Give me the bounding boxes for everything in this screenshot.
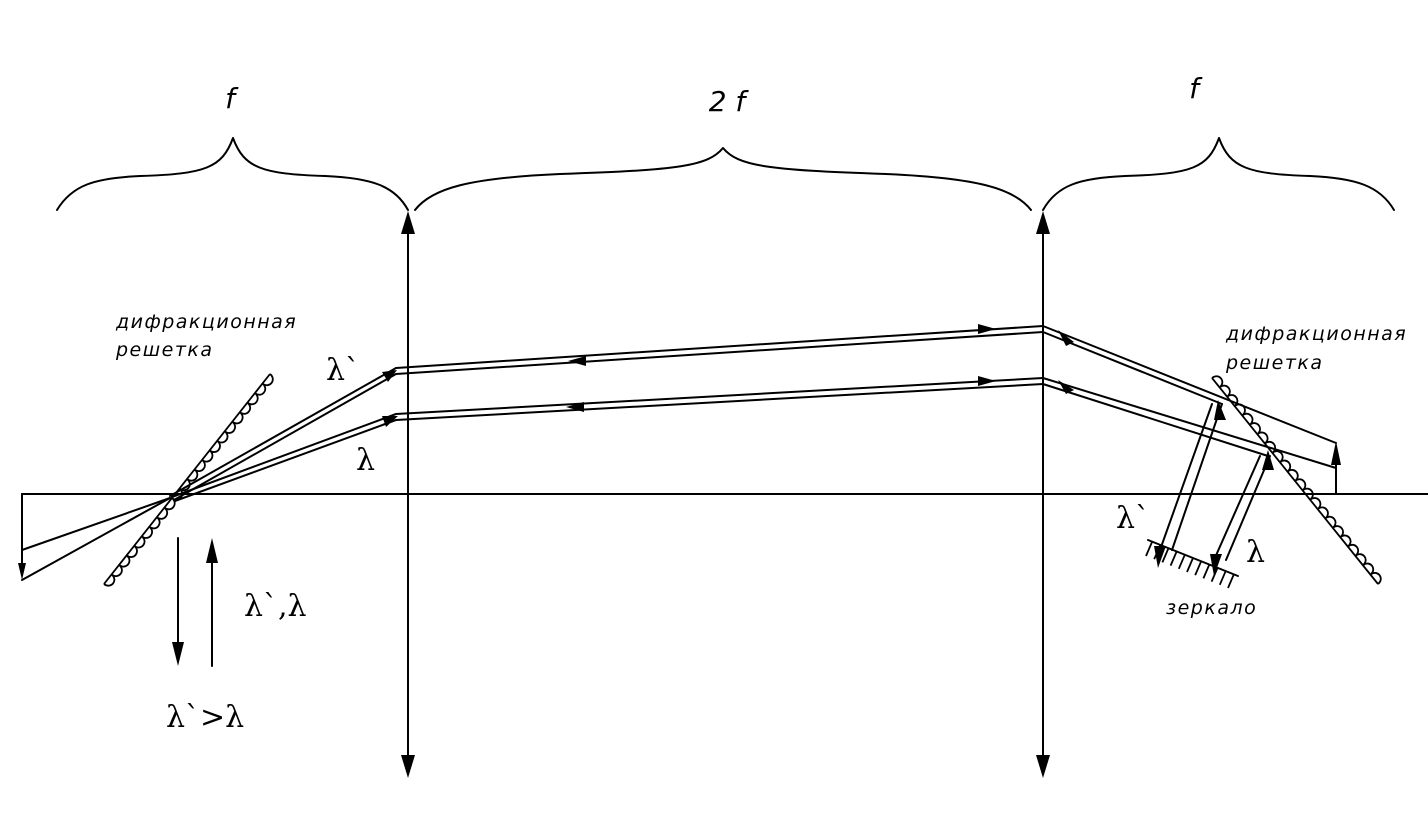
mirror-beam-left [1154, 400, 1226, 568]
beam-right-lower [1042, 377, 1337, 469]
beam-right-upper [1042, 325, 1337, 444]
label-input-wavelengths: λ`,λ [244, 589, 307, 624]
right-output-pointer [1331, 441, 1341, 495]
lens-left [401, 211, 415, 778]
beam-in-upper [21, 497, 171, 551]
beam-in-lower [21, 497, 171, 581]
input-pointer [18, 493, 26, 580]
label-f-left: f [225, 82, 239, 115]
arrow-down [172, 537, 184, 666]
label-f-right: f [1189, 72, 1203, 105]
brace-right-f [1042, 137, 1395, 211]
label-upper-beam: λ` [326, 353, 360, 388]
brace-middle-2f [414, 147, 1032, 211]
left-grating-label-line1: дифракционная [115, 311, 297, 333]
arrow-up [206, 538, 218, 667]
mirror [1145, 539, 1239, 589]
right-grating-label-line2: решетка [1225, 352, 1324, 374]
label-wavelength-relation: λ`>λ [166, 700, 244, 735]
mirror-beam-right [1210, 450, 1274, 576]
right-grating-label-line1: дифракционная [1225, 323, 1407, 345]
label-2f: 2 f [709, 85, 750, 118]
right-grating [1211, 375, 1382, 585]
beam-upper-lambda-prime [169, 324, 1044, 501]
label-mirror-lambda-prime: λ` [1116, 501, 1150, 536]
label-mirror-lambda: λ [1246, 535, 1265, 570]
lens-right [1036, 211, 1050, 778]
mirror-label: зеркало [1166, 597, 1257, 619]
left-grating [103, 373, 274, 587]
left-grating-label-line2: решетка [115, 339, 214, 361]
beam-lower-lambda [171, 376, 1044, 502]
brace-left-f [56, 137, 409, 211]
label-lower-beam: λ [356, 443, 375, 478]
